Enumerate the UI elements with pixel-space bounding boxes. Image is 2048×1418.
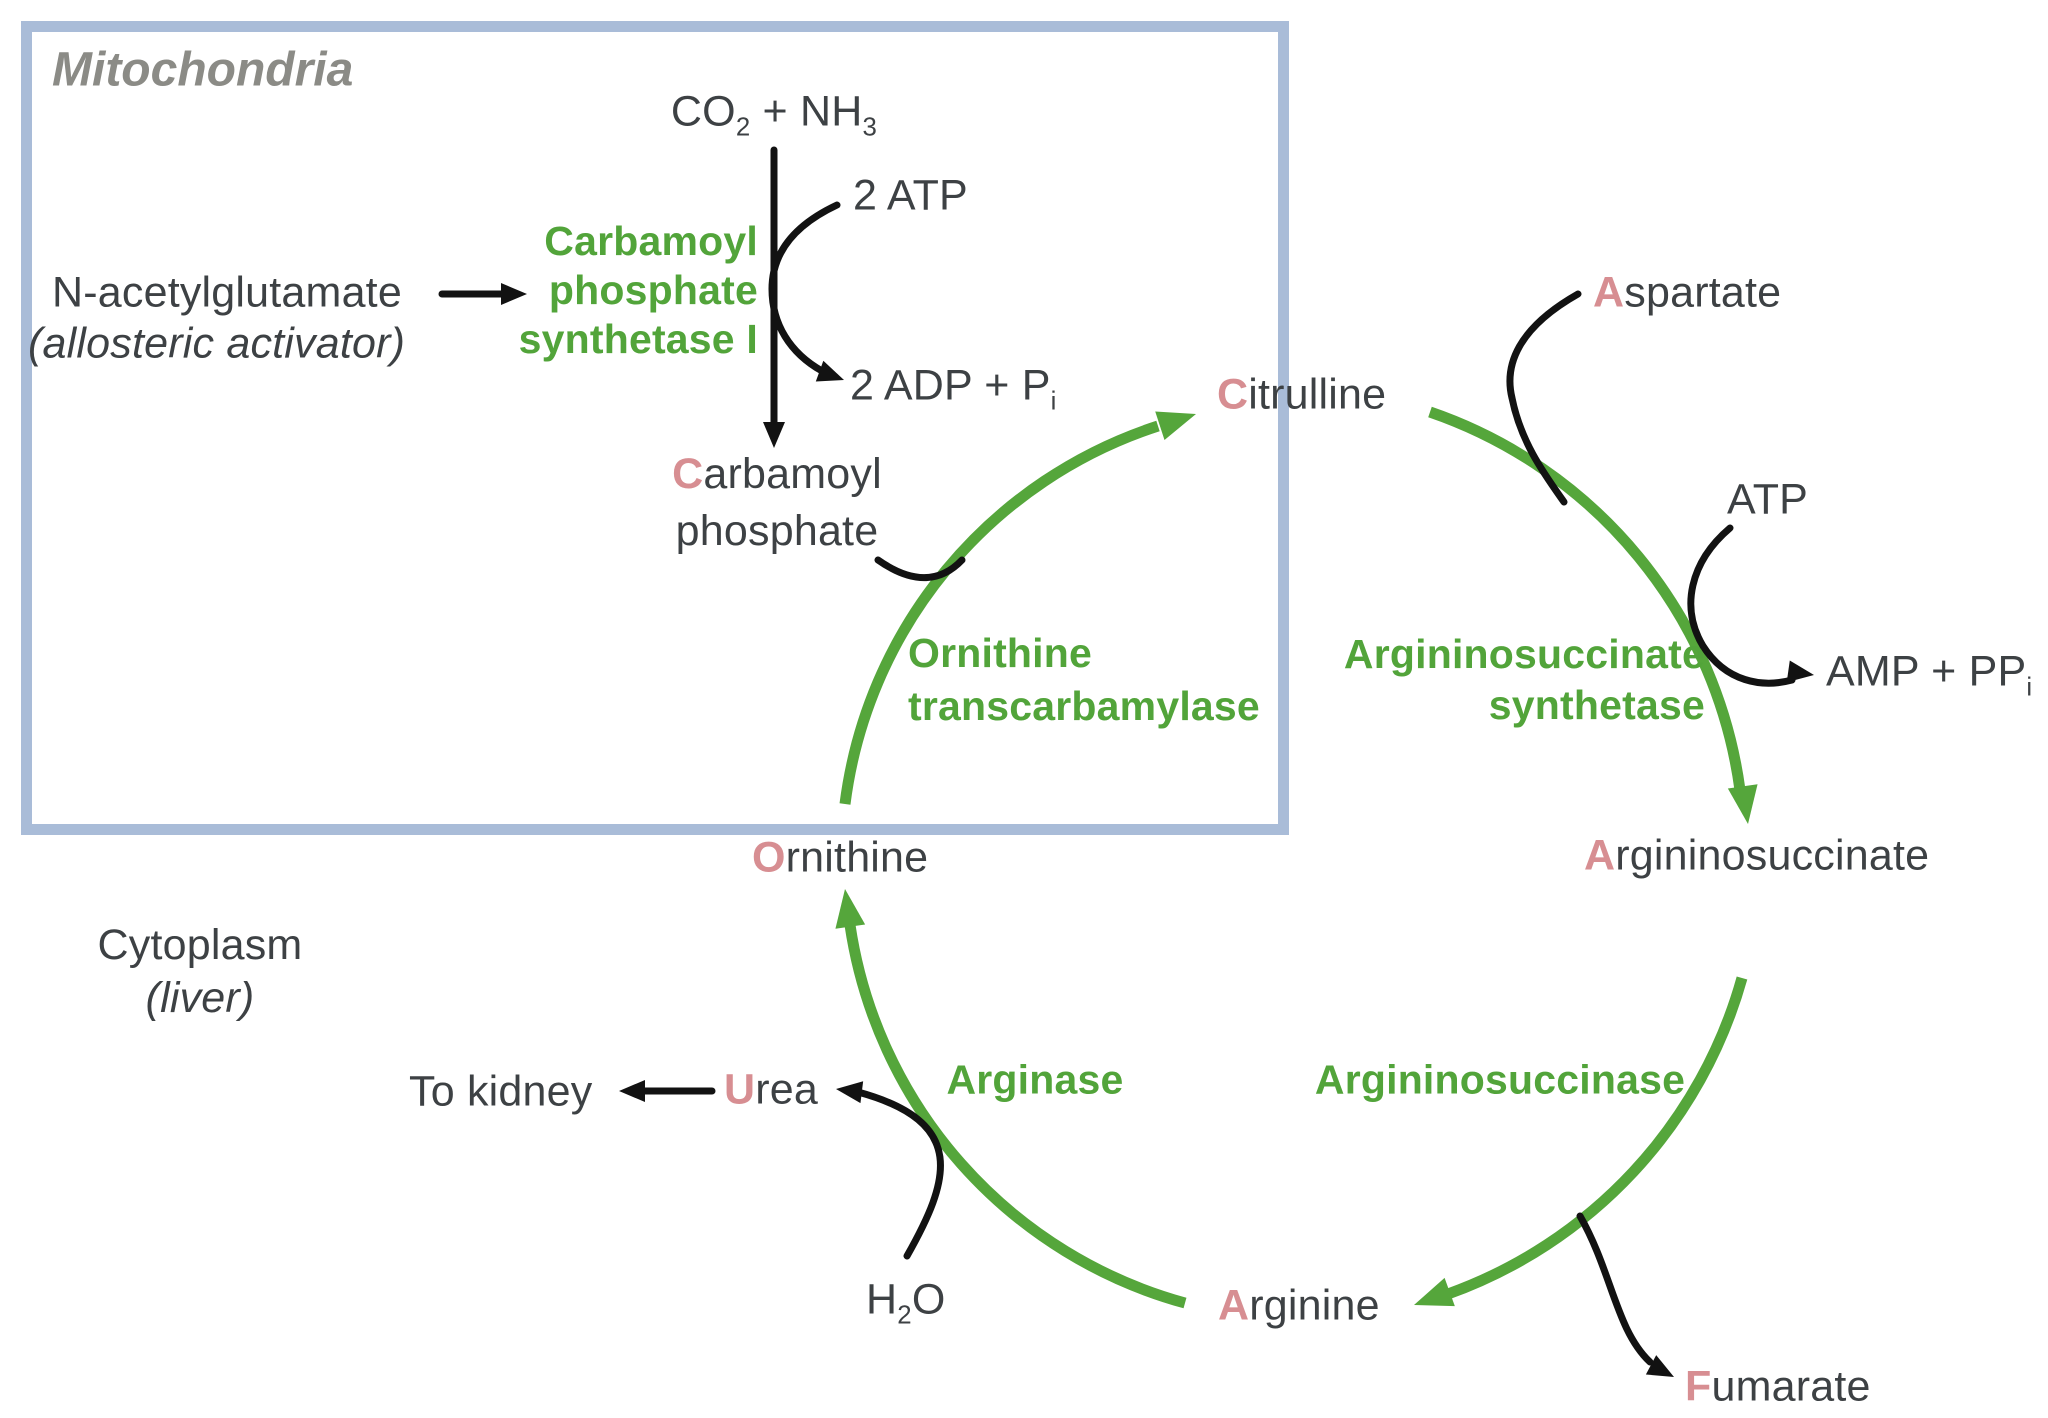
- ornithine-transcarbamylase-label: Ornithine transcarbamylase: [908, 627, 1260, 733]
- nh3-subscript: 3: [862, 113, 878, 142]
- atp2-label: 2 ATP: [853, 171, 968, 220]
- cytoplasm-label: Cytoplasm (liver): [98, 919, 303, 1025]
- arc-ornithine-to-citrulline: [839, 420, 1160, 805]
- n-acetylglutamate-label: N-acetylglutamate: [52, 268, 402, 317]
- cytoplasm-line2: (liver): [145, 974, 255, 1022]
- aspartate-label: Aspartate: [1593, 268, 1782, 317]
- cytoplasm-line1: Cytoplasm: [97, 921, 303, 969]
- arrowhead-to-ornithine-icon: [835, 889, 866, 929]
- cps1-line2: phosphate: [548, 267, 758, 313]
- arrowhead-kidney-icon: [619, 1080, 645, 1102]
- argininosuccinate-synthetase-label: Argininosuccinate synthetase: [1344, 629, 1705, 731]
- ppi-subscript: i: [2026, 673, 2033, 702]
- arc-arginine-to-ornithine: [844, 924, 1187, 1309]
- h2o-subscript: 2: [897, 1301, 912, 1330]
- adp2-pi-label: 2 ADP + Pi: [850, 361, 1057, 416]
- citrulline-label: Citrulline: [1217, 370, 1387, 419]
- mitochondria-label: Mitochondria: [52, 43, 354, 97]
- arrow-atp-to-adp: [768, 201, 841, 375]
- cps1-enzyme-label: Carbamoyl phosphate synthetase I: [519, 217, 758, 364]
- argininosuccinase-label: Argininosuccinase: [1314, 1056, 1686, 1103]
- arc-argininosuccinate-to-arginine: [1446, 976, 1748, 1300]
- pi-subscript: i: [1050, 387, 1057, 416]
- h2o-label: H2O: [866, 1275, 946, 1330]
- fumarate-label: Fumarate: [1685, 1362, 1871, 1411]
- atp-label: ATP: [1727, 475, 1809, 524]
- arrow-h2o-to-urea: [854, 1088, 944, 1260]
- arginase-label: Arginase: [946, 1056, 1124, 1103]
- allosteric-activator-note: (allosteric activator): [28, 319, 406, 368]
- otc-line2: transcarbamylase: [908, 683, 1260, 729]
- ornithine-label: Ornithine: [752, 833, 929, 882]
- curve-aspartate-to-cycle: [1506, 290, 1582, 506]
- arrow-to-fumarate: [1576, 1212, 1654, 1366]
- arc-citrulline-to-argininosuccinate: [1428, 406, 1746, 791]
- to-kidney-label: To kidney: [409, 1067, 593, 1116]
- arrowhead-to-citrulline-icon: [1155, 411, 1196, 441]
- urea-label: Urea: [724, 1065, 819, 1114]
- arrowhead-down-icon: [763, 422, 785, 448]
- ass-line2: synthetase: [1488, 682, 1705, 728]
- mitochondria-box: [21, 21, 1289, 835]
- arrowhead-to-arginine-icon: [1414, 1277, 1455, 1307]
- argininosuccinate-label: Argininosuccinate: [1584, 831, 1930, 880]
- arginine-label: Arginine: [1218, 1281, 1380, 1330]
- cps1-line3: synthetase I: [518, 316, 758, 362]
- ass-line1: Argininosuccinate: [1343, 631, 1705, 677]
- arrowhead-adp-icon: [815, 360, 844, 382]
- arrowhead-activator-icon: [501, 283, 527, 305]
- curve-carbamoylphosphate-to-cycle: [874, 556, 966, 582]
- arrowhead-urea-icon: [836, 1081, 864, 1104]
- cps1-line1: Carbamoyl: [544, 218, 758, 264]
- carbamoyl-phosphate-label: Carbamoyl phosphate: [672, 450, 882, 555]
- co2-nh3-label: CO2 + NH3: [670, 87, 878, 142]
- arrowhead-amp-icon: [1786, 660, 1814, 683]
- amp-ppi-label: AMP + PPi: [1826, 647, 2033, 702]
- otc-line1: Ornithine: [908, 630, 1093, 676]
- arrow-atp-to-amp: [1687, 524, 1796, 687]
- arrowhead-fumarate-icon: [1645, 1355, 1674, 1377]
- arrowhead-to-argininosuccinate-icon: [1727, 784, 1758, 824]
- co2-subscript: 2: [735, 113, 751, 142]
